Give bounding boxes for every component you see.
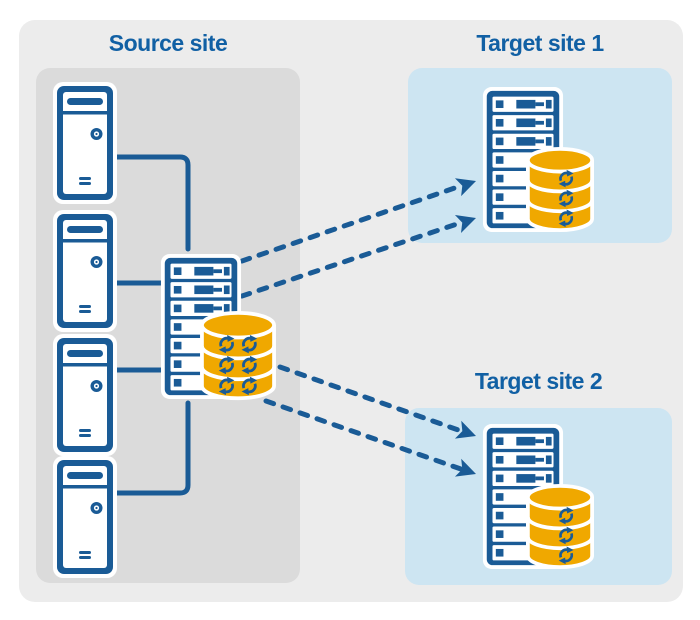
workstation-icon: [52, 333, 118, 457]
source-site-title: Source site: [108, 30, 228, 56]
target-database-sync-icon-2: [524, 484, 596, 569]
target-site-2-title: Target site 2: [474, 368, 603, 394]
workstation-icon: [52, 455, 118, 579]
target-site-1-title: Target site 1: [476, 30, 604, 56]
target-database-sync-icon-1: [524, 147, 596, 232]
workstation-icon: [52, 209, 118, 333]
source-database-sync-icon: [198, 310, 278, 403]
workstation-icon: [52, 81, 118, 205]
